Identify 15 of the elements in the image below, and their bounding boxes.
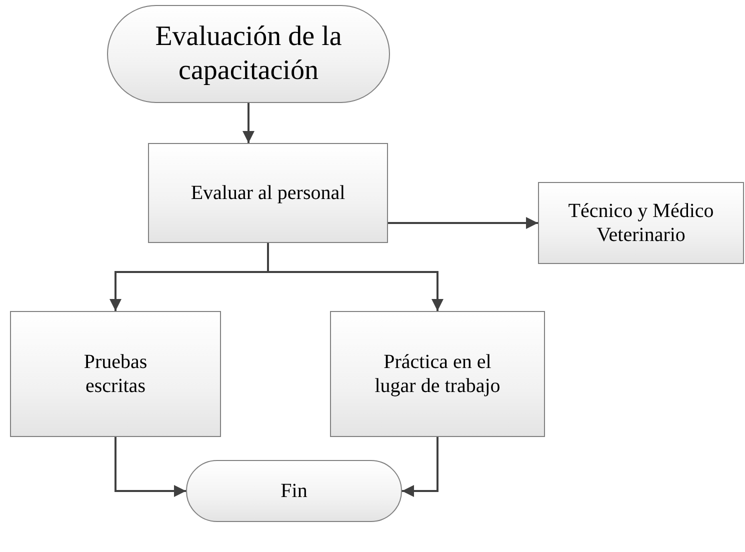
node-label: Fin [280, 479, 308, 503]
arrow [388, 217, 538, 229]
process-box [10, 311, 221, 437]
node-label: Evaluar al personal [190, 181, 346, 205]
node-label: Evaluación de la capacitación [154, 20, 343, 88]
arrow [114, 437, 186, 497]
process-box [148, 143, 388, 243]
arrow [242, 103, 254, 143]
node-label: Pruebas escritas [82, 350, 148, 398]
node-label: Práctica en el lugar de trabajo [374, 350, 502, 398]
arrow [267, 243, 444, 311]
process-box [538, 182, 744, 264]
node-label: Técnico y Médico Veterinario [567, 199, 715, 247]
process-box [330, 311, 545, 437]
arrow [402, 437, 438, 497]
